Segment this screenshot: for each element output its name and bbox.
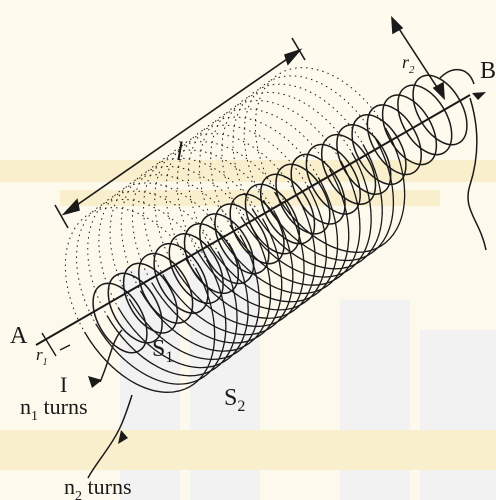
inner-coil-turn xyxy=(275,163,331,235)
end-a-label: A xyxy=(10,323,28,349)
outer-coil-front-arc xyxy=(151,218,283,344)
outer-coil-front-arc xyxy=(195,185,328,311)
inner-coil-turn xyxy=(92,282,148,354)
inner-coil-turn xyxy=(351,114,407,186)
length-dimension xyxy=(54,37,306,229)
outer-coil-front-arc xyxy=(206,177,339,303)
inner-radius-label: r1 xyxy=(36,345,48,368)
inner-coil-turn xyxy=(320,133,377,205)
inner-solenoid-label: S1 xyxy=(152,336,173,366)
inner-coil-turn xyxy=(305,143,361,215)
inner-coil-turn xyxy=(214,203,270,275)
inner-radius-dimension xyxy=(41,332,71,357)
inner-turns-label: n1 turns xyxy=(20,394,88,424)
inner-coil-turn xyxy=(168,233,224,304)
inner-coil-turn xyxy=(183,223,240,295)
outer-coil-front-arc xyxy=(274,127,406,253)
inner-coil-turn xyxy=(244,183,301,255)
inner-coil-turn xyxy=(138,252,194,324)
outer-coil-front-arc xyxy=(106,251,238,377)
inner-coil-turn xyxy=(412,74,468,146)
axis-line xyxy=(35,94,471,346)
outer-coil-front-arc xyxy=(240,152,372,278)
inner-coil-turn xyxy=(336,124,392,195)
current-arrow-icon xyxy=(88,92,486,444)
outer-coil-front-arc xyxy=(251,144,383,270)
inner-coil-turn xyxy=(290,153,346,225)
inner-coil-turn xyxy=(122,262,179,334)
outer-coil-front-arc xyxy=(84,267,216,393)
inner-coil-turn xyxy=(229,193,285,265)
outer-radius-label: r2 xyxy=(402,52,415,76)
end-b-label: B xyxy=(480,58,496,84)
outer-coil-front-arc xyxy=(128,234,260,361)
outer-coil-front-arc xyxy=(95,259,227,385)
outer-radius-dimension xyxy=(391,15,445,101)
outer-turns-label: n2 turns xyxy=(64,474,132,500)
length-label: l xyxy=(176,137,183,166)
inner-coil-leads xyxy=(87,69,487,479)
outer-coil-front-arc xyxy=(139,226,272,352)
inner-coil-turn xyxy=(153,242,209,314)
inner-coil-turn xyxy=(259,173,316,245)
inner-coil-turn xyxy=(199,213,255,285)
outer-solenoid-label: S2 xyxy=(224,385,245,415)
outer-coil-front-arc xyxy=(218,168,350,295)
current-label: I xyxy=(60,372,67,397)
inner-coil-turn xyxy=(107,272,163,344)
